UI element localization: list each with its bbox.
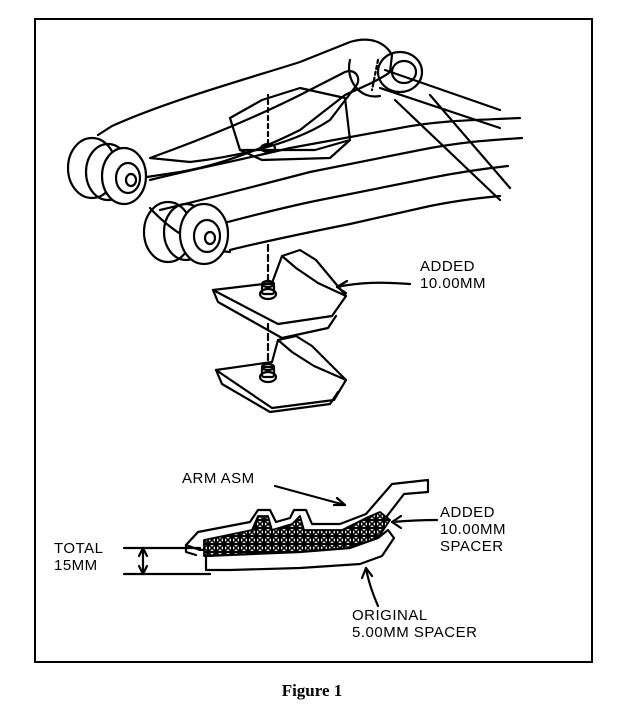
label-added-top-line2: 10.00MM: [420, 275, 487, 292]
label-added-right-line3: SPACER: [440, 538, 504, 555]
label-original-line2: 5.00MM SPACER: [352, 624, 478, 641]
leader-added-right: [390, 518, 439, 524]
cross-section-drawing: [122, 478, 430, 576]
added-spacer-drawing: [211, 248, 348, 367]
label-total: TOTAL 15MM: [54, 540, 103, 574]
label-added-right-line2: 10.00MM: [440, 521, 507, 538]
leader-original: [364, 566, 380, 608]
label-added-top-line1: ADDED: [420, 258, 476, 275]
leader-added-top: [335, 281, 412, 289]
label-added-right-line1: ADDED: [440, 504, 496, 521]
label-total-line2: 15MM: [54, 557, 98, 574]
label-added-top: ADDED 10.00MM: [420, 258, 486, 292]
label-arm-asm: ARM ASM: [182, 470, 255, 487]
label-original-line1: ORIGINAL: [352, 607, 428, 624]
label-original: ORIGINAL 5.00MM SPACER: [352, 607, 477, 641]
label-added-right: ADDED 10.00MM SPACER: [440, 504, 506, 555]
leader-arm-asm: [273, 484, 347, 507]
figure-caption: Figure 1: [281, 681, 343, 700]
label-total-line1: TOTAL: [54, 540, 104, 557]
original-spacer-drawing: [214, 334, 348, 414]
